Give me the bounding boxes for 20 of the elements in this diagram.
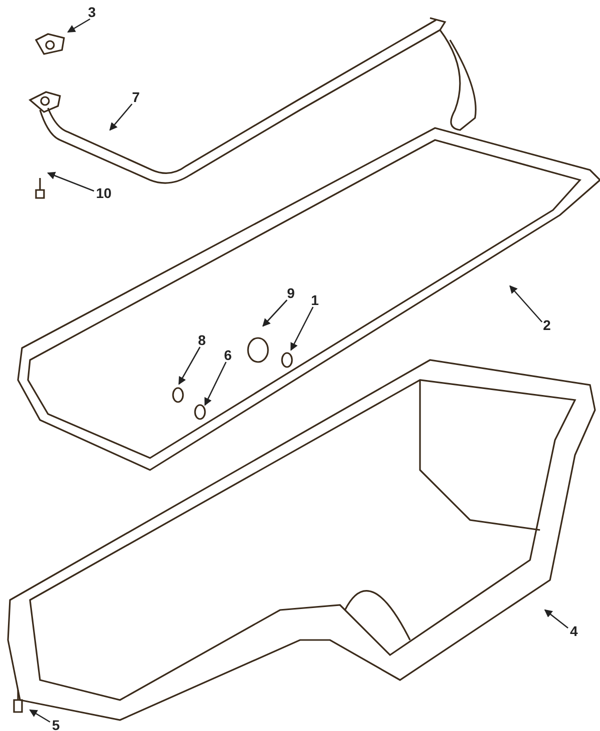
- callout-number: 7: [132, 90, 140, 104]
- leader-line: [290, 306, 314, 351]
- leader-line: [178, 346, 201, 385]
- callout-number: 1: [311, 293, 319, 307]
- leader-line: [544, 609, 568, 629]
- leader-line: [262, 300, 288, 327]
- leader-line: [509, 285, 542, 322]
- callout-number: 10: [96, 186, 112, 200]
- callout-number: 6: [224, 348, 232, 362]
- callout-number: 9: [287, 286, 295, 300]
- callout-number: 2: [543, 318, 551, 332]
- callout-number: 4: [570, 624, 578, 638]
- callout-number: 5: [52, 718, 60, 731]
- leader-line: [67, 18, 90, 33]
- leader-line: [204, 362, 227, 406]
- leader-line: [47, 172, 94, 192]
- callout-number: 3: [88, 5, 96, 19]
- callout-number: 8: [198, 333, 206, 347]
- leader-line: [29, 709, 50, 723]
- leader-line: [109, 104, 132, 131]
